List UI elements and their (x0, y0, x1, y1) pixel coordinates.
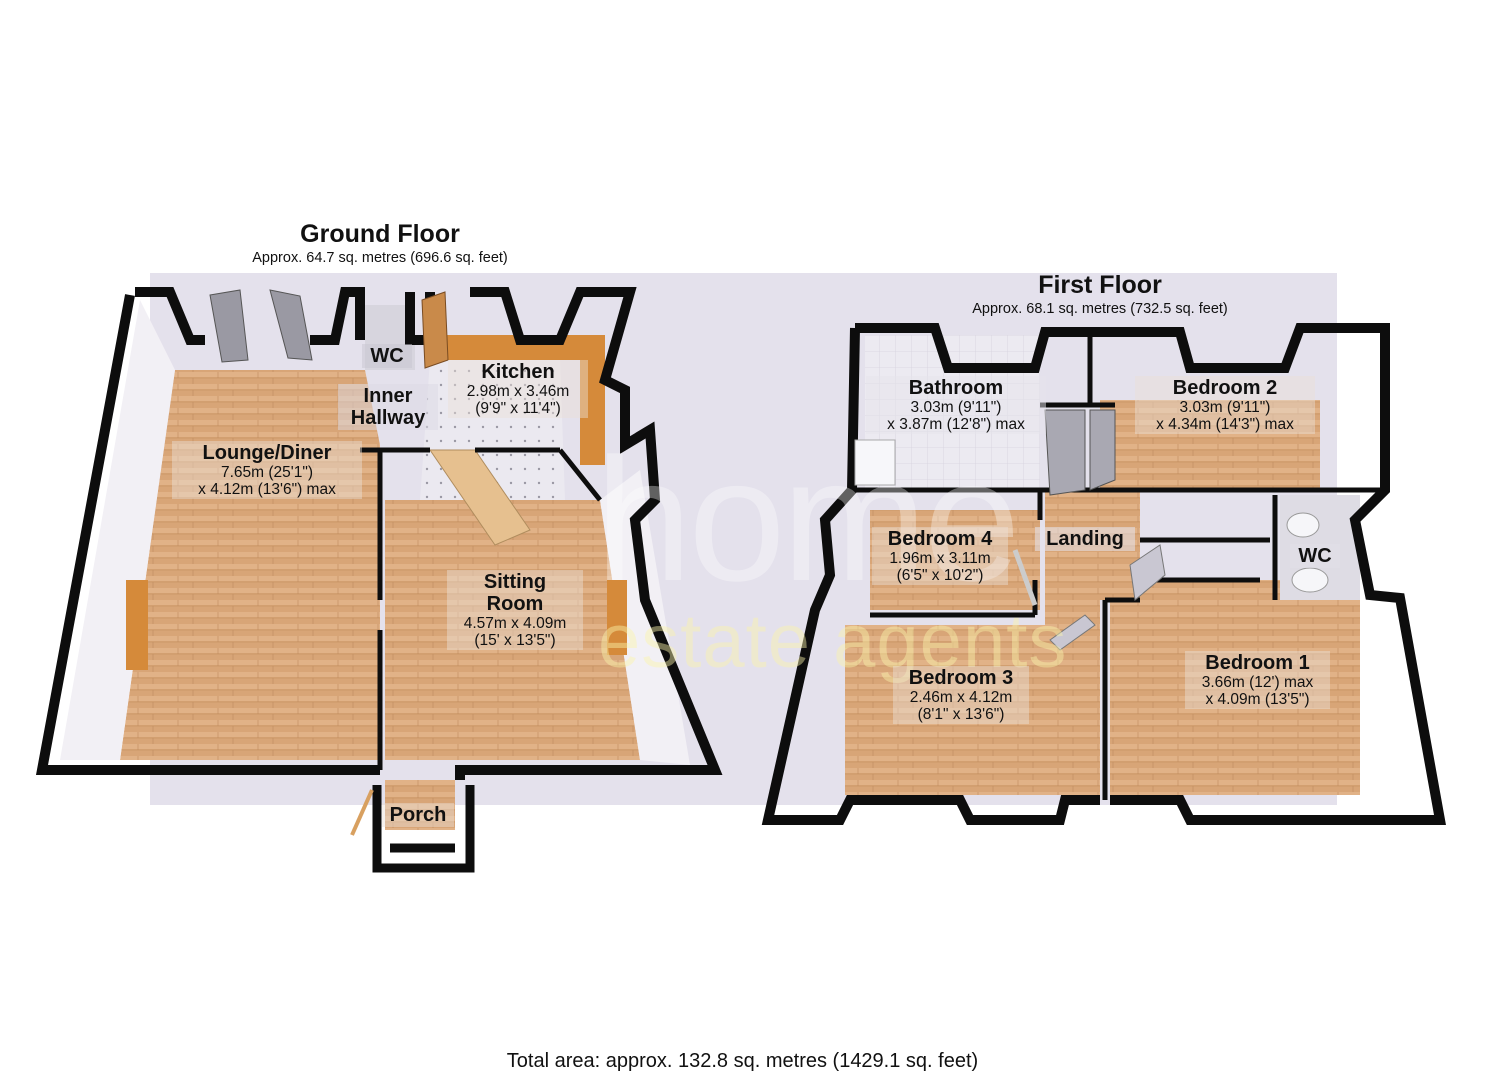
room-dim-1: 2.98m x 3.46m (466, 383, 570, 400)
room-dim-2: (9'9" x 11'4") (475, 400, 561, 418)
wc-basin (1286, 512, 1320, 538)
room-name: Porch (389, 804, 447, 826)
bedroom2-door (1089, 409, 1116, 491)
room-name: Lounge/Diner (202, 442, 332, 464)
room-label-porch: Porch (382, 803, 454, 827)
ground-floor-inner-walls (360, 447, 602, 770)
bedroom4-floor (870, 510, 1040, 610)
room-name: WC (370, 345, 404, 367)
bedroom4-door (1012, 549, 1038, 606)
room-label-bedroom-3: Bedroom 3 2.46m x 4.12m (8'1" x 13'6") (893, 666, 1029, 725)
room-name: Bathroom (908, 377, 1004, 399)
total-area: Total area: approx. 132.8 sq. metres (14… (506, 1050, 979, 1072)
room-name: Sitting Room (483, 571, 547, 615)
room-name: Bedroom 1 (1205, 652, 1310, 674)
room-dim-2: x 4.12m (13'6") max (198, 481, 336, 499)
bedroom3-door (1049, 614, 1096, 651)
room-label-wc-first: WC (1290, 544, 1340, 568)
bedroom2-floor (1100, 400, 1320, 490)
room-label-sitting-room: Sitting Room 4.57m x 4.09m (15' x 13'5") (447, 570, 583, 651)
french-door-right (269, 289, 313, 361)
room-dim-1: 1.96m x 3.11m (889, 550, 991, 567)
lounge-fireplace (126, 580, 148, 670)
room-name: Inner Hallway (350, 385, 426, 429)
first-floor-inner-walls (852, 332, 1385, 800)
room-label-bedroom-4: Bedroom 4 1.96m x 3.11m (6'5" x 10'2") (872, 527, 1008, 586)
room-dim-1: 7.65m (25'1") (220, 464, 314, 481)
room-dim-2: x 4.34m (14'3") max (1156, 416, 1294, 434)
watermark-estate-agents: estate agents (598, 599, 1068, 684)
bedroom1-floor (1110, 580, 1360, 795)
room-label-landing: Landing (1035, 527, 1135, 551)
sitting-room-floor (385, 500, 640, 760)
porch-walls (372, 785, 475, 873)
room-label-bathroom: Bathroom 3.03m (9'11") x 3.87m (12'8") m… (866, 376, 1046, 435)
french-door-left (209, 289, 249, 363)
room-name: Bedroom 4 (887, 528, 993, 550)
room-name: WC (1298, 545, 1332, 567)
kitchen-counter-side (580, 335, 605, 465)
room-dim-2: x 3.87m (12'8") max (887, 416, 1025, 434)
first-floor-area: Approx. 68.1 sq. metres (732.5 sq. feet) (972, 301, 1228, 317)
staircase (429, 449, 531, 546)
watermark-home: home (595, 423, 1021, 618)
room-name: Bedroom 2 (1172, 377, 1278, 399)
porch-floor (385, 780, 455, 830)
ground-floor-outer-wall (35, 287, 723, 780)
ground-floor-area: Approx. 64.7 sq. metres (696.6 sq. feet) (252, 250, 508, 266)
room-dim-2: (6'5" x 10'2") (896, 567, 984, 585)
lounge-diner-floor (120, 370, 380, 760)
bedroom1-door (1129, 544, 1166, 601)
room-dim-1: 2.46m x 4.12m (909, 689, 1013, 706)
wc-toilet (1291, 567, 1329, 593)
room-label-kitchen: Kitchen 2.98m x 3.46m (9'9" x 11'4") (448, 360, 588, 419)
room-dim-2: (15' x 13'5") (474, 632, 556, 650)
first-floor-outer-wall (761, 323, 1446, 825)
sitting-fireplace (607, 580, 627, 655)
room-dim-1: 4.57m x 4.09m (463, 615, 567, 632)
room-label-lounge-diner: Lounge/Diner 7.65m (25'1") x 4.12m (13'6… (172, 441, 362, 500)
room-dim-1: 3.66m (12') max (1201, 674, 1314, 691)
room-dim-2: (8'1" x 13'6") (917, 706, 1005, 724)
front-door (421, 291, 449, 369)
porch-door (350, 789, 374, 836)
room-label-wc-ground: WC (362, 344, 412, 368)
room-dim-1: 3.03m (9'11") (910, 399, 1002, 416)
room-dim-2: x 4.09m (13'5") (1205, 691, 1310, 709)
bath-tub (854, 439, 896, 486)
bedroom3-floor (845, 625, 1100, 795)
room-label-inner-hallway: Inner Hallway (338, 384, 438, 430)
room-dim-1: 3.03m (9'11") (1179, 399, 1271, 416)
ground-floor-title: Ground Floor (300, 220, 460, 248)
room-name: Kitchen (481, 361, 555, 383)
room-name: Landing (1046, 528, 1124, 550)
room-label-bedroom-1: Bedroom 1 3.66m (12') max x 4.09m (13'5"… (1185, 651, 1330, 710)
room-name: Bedroom 3 (908, 667, 1014, 689)
bathroom-door (1044, 409, 1086, 496)
room-label-bedroom-2: Bedroom 2 3.03m (9'11") x 4.34m (14'3") … (1135, 376, 1315, 435)
first-floor-title: First Floor (1038, 271, 1162, 299)
